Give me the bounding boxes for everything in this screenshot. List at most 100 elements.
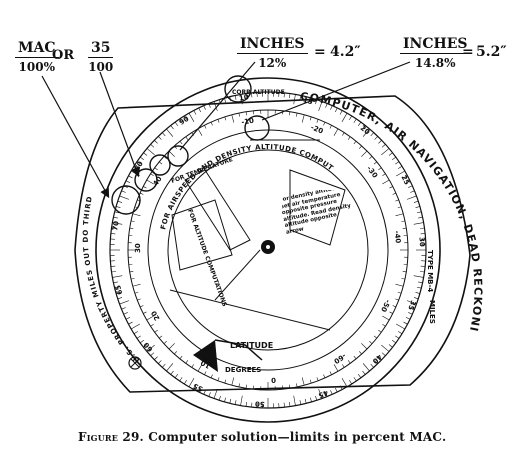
outer-tick — [117, 200, 123, 203]
density-window — [289, 169, 346, 246]
outer-tick — [158, 136, 162, 140]
mid-tick — [323, 121, 326, 126]
outer-tick — [405, 317, 411, 320]
mid-tick — [137, 298, 141, 301]
corr-altitude-label: CORR ALTITUDE — [232, 89, 285, 96]
property-arc: U.S. PROPERTY MILES OUT DO THIRD — [82, 195, 142, 364]
mid-tick — [210, 374, 213, 379]
outer-tick — [398, 166, 403, 169]
mid-tick — [168, 343, 175, 350]
outer-tick — [341, 113, 348, 122]
outer-tick — [339, 110, 343, 115]
outer-tick — [128, 175, 133, 179]
outer-tick — [188, 113, 195, 122]
outer-tick — [166, 363, 174, 372]
inner-scale-label: 10 — [199, 358, 211, 370]
outer-tick — [388, 152, 393, 156]
outer-tick — [198, 107, 201, 113]
inches-fraction-b: INCHES 14.8% — [400, 36, 471, 70]
mid-tick — [329, 125, 332, 129]
outer-tick — [413, 275, 424, 278]
mid-tick — [353, 355, 357, 359]
outer-tick — [114, 211, 120, 214]
outer-tick — [203, 390, 206, 395]
inner-scale-label: -60 — [332, 352, 347, 366]
ratio-fraction: 35 100 — [88, 40, 114, 74]
highlight-circle-1 — [111, 185, 141, 215]
outer-tick — [335, 387, 338, 393]
outer-tick — [174, 374, 179, 379]
outer-tick — [349, 115, 352, 120]
outer-tick — [406, 195, 417, 200]
mid-tick — [129, 271, 134, 273]
outer-tick — [398, 331, 403, 334]
mid-tick — [238, 383, 240, 388]
mid-tick — [210, 121, 213, 126]
mid-tick — [129, 227, 134, 229]
outer-tick — [339, 385, 343, 390]
highlight-circle-6 — [244, 115, 270, 141]
outer-tick — [125, 180, 131, 183]
mid-tick — [323, 374, 326, 379]
outer-tick — [234, 95, 237, 100]
computer-title-arc: COMPUTER, AIR NAVIGATION, DEAD RECKONING — [0, 0, 483, 334]
outer-tick — [362, 363, 370, 372]
inner-scale-label: -10 — [241, 117, 255, 127]
leader-mac — [41, 75, 110, 199]
outer-tick — [119, 195, 130, 200]
mid-tick — [217, 119, 220, 123]
outer-tick — [143, 344, 148, 348]
outer-tick — [113, 216, 118, 219]
mid-tick — [378, 167, 382, 171]
mid-tick — [245, 384, 247, 389]
mid-tick — [159, 161, 163, 165]
corner-screw — [128, 356, 142, 370]
outer-tick — [304, 398, 307, 404]
outer-scale-label: 30 — [418, 237, 427, 247]
outer-tick — [330, 390, 333, 395]
mid-tick — [224, 379, 227, 384]
equals-b: = — [462, 44, 474, 60]
outer-tick — [179, 118, 183, 123]
mid-tick — [382, 179, 390, 185]
center-rivet-dot — [266, 245, 270, 249]
inches-b-denominator: 14.8% — [414, 56, 456, 70]
outer-tick — [170, 125, 174, 130]
mid-tick — [204, 371, 207, 375]
outer-tick — [325, 103, 328, 108]
outer-tick — [229, 398, 232, 404]
mid-tick — [316, 377, 319, 381]
outer-tick — [111, 227, 117, 229]
highlight-circle-2 — [134, 168, 158, 192]
outer-tick — [114, 286, 120, 289]
outer-tick — [413, 297, 419, 300]
outer-tick — [293, 395, 296, 406]
airspeed-window — [184, 169, 251, 251]
mid-tick — [301, 377, 305, 386]
outer-tick-marks — [110, 92, 426, 408]
temperature-label: FOR TEMPERATURE — [170, 156, 234, 185]
outer-tick — [362, 370, 366, 375]
mid-tick — [347, 360, 351, 364]
outer-tick — [370, 363, 374, 368]
inches-b-numerator: INCHES — [400, 36, 471, 54]
mid-tick — [395, 199, 399, 202]
outer-tick — [131, 323, 140, 330]
altitude-window — [171, 199, 233, 271]
mid-tick — [342, 132, 345, 136]
mid-tick — [401, 220, 406, 222]
outer-tick — [353, 118, 357, 123]
inner-scale-label: -40 — [393, 230, 402, 244]
outer-tick — [162, 132, 166, 137]
mid-tick — [373, 335, 377, 339]
outer-tick — [245, 93, 247, 99]
outer-tick — [193, 385, 197, 390]
mid-tick — [150, 173, 154, 176]
value-b: 5.2″ — [476, 44, 507, 60]
mid-tick — [333, 128, 339, 136]
mid-tick — [143, 186, 147, 189]
outer-tick — [121, 190, 126, 193]
outer-tick — [113, 281, 118, 284]
caption-text: Computer solution—limits in percent MAC. — [148, 430, 447, 444]
